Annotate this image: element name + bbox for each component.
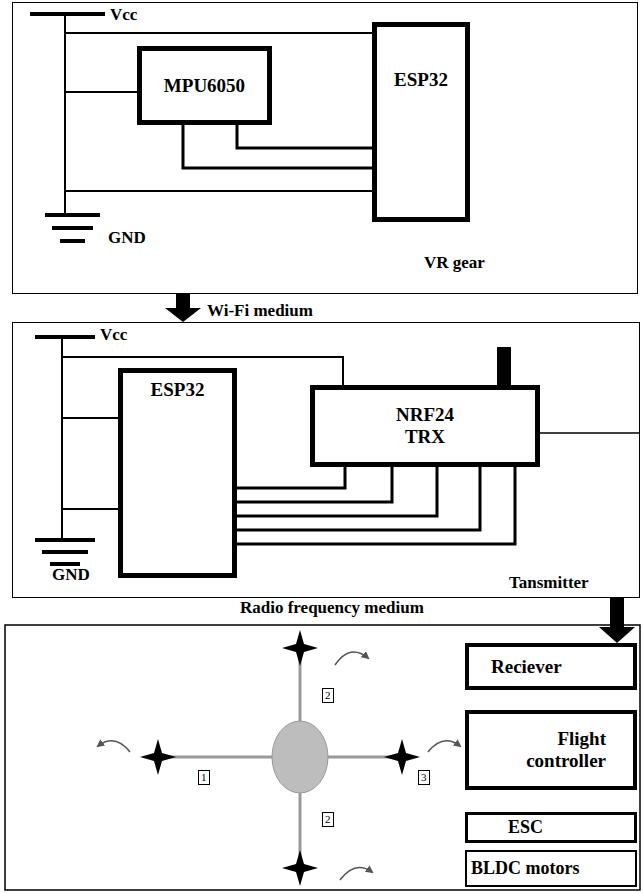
propeller	[282, 630, 318, 666]
component-box: Flight controller	[465, 710, 637, 790]
component-box: BLDC motors	[465, 850, 637, 887]
ground-symbol	[35, 538, 95, 542]
panel-title: Tansmitter	[509, 573, 589, 593]
component-box: ESP32	[372, 22, 470, 222]
rotation-arrow	[428, 741, 460, 752]
component-label: Reciever	[491, 656, 562, 678]
flow-arrow	[599, 598, 635, 643]
callout-number: 2	[322, 812, 334, 827]
callout-number: 2	[322, 688, 334, 703]
drone-body	[272, 721, 328, 793]
flow-arrow	[165, 294, 201, 322]
component-label: BLDC motors	[471, 858, 580, 879]
propeller	[384, 739, 420, 775]
panel-box: VR gear MPU6050 ESP32	[12, 2, 638, 294]
rotation-arrow	[98, 741, 130, 752]
signal-wire	[237, 467, 345, 488]
ground-wire	[65, 190, 372, 192]
ground-symbol	[60, 239, 85, 243]
panel-title: VR gear	[424, 253, 485, 273]
ground-symbol	[42, 550, 88, 554]
rotation-arrow	[340, 868, 372, 881]
component-label: ESP32	[151, 379, 205, 401]
power-wire	[65, 32, 372, 34]
power-wire	[65, 91, 137, 93]
signal-wire	[237, 467, 515, 544]
power-wire	[64, 14, 66, 215]
signal-wire	[540, 432, 640, 434]
medium-label: Radio frequency medium	[238, 599, 426, 618]
component-box: NRF24 TRX	[310, 385, 540, 467]
signal-wire	[237, 467, 437, 516]
component-box: ESP32	[118, 368, 237, 578]
vcc-symbol	[30, 12, 105, 16]
component-label: Flight controller	[496, 728, 606, 772]
power-label: Vcc	[110, 6, 137, 25]
ground-wire	[62, 508, 118, 510]
ground-symbol	[52, 226, 93, 230]
power-label: GND	[52, 566, 90, 585]
callout-number: 3	[418, 770, 430, 785]
propeller	[282, 850, 318, 886]
component-label: NRF24 TRX	[385, 404, 465, 448]
component-label: ESP32	[394, 69, 448, 91]
signal-wire	[237, 125, 372, 148]
panel-box: Tansmitter ESP32NRF24 TRX	[12, 322, 640, 598]
signal-wire	[183, 125, 372, 168]
component-box: MPU6050	[137, 46, 272, 125]
vcc-symbol	[35, 335, 95, 339]
component-label: ESC	[508, 817, 543, 838]
ground-symbol	[45, 213, 100, 217]
antenna	[497, 347, 511, 385]
propeller	[140, 739, 176, 775]
panel-frame	[5, 625, 640, 890]
power-label: GND	[108, 229, 146, 248]
component-box: Reciever	[465, 643, 637, 690]
medium-label: Wi-Fi medium	[205, 302, 315, 321]
signal-wire	[237, 467, 392, 502]
power-label: Vcc	[100, 326, 127, 345]
signal-wire	[237, 467, 480, 530]
callout-number: 1	[198, 770, 210, 785]
rotation-arrow	[335, 652, 368, 665]
component-label: MPU6050	[164, 75, 245, 97]
power-wire	[62, 417, 118, 419]
component-box: ESC	[465, 812, 637, 843]
